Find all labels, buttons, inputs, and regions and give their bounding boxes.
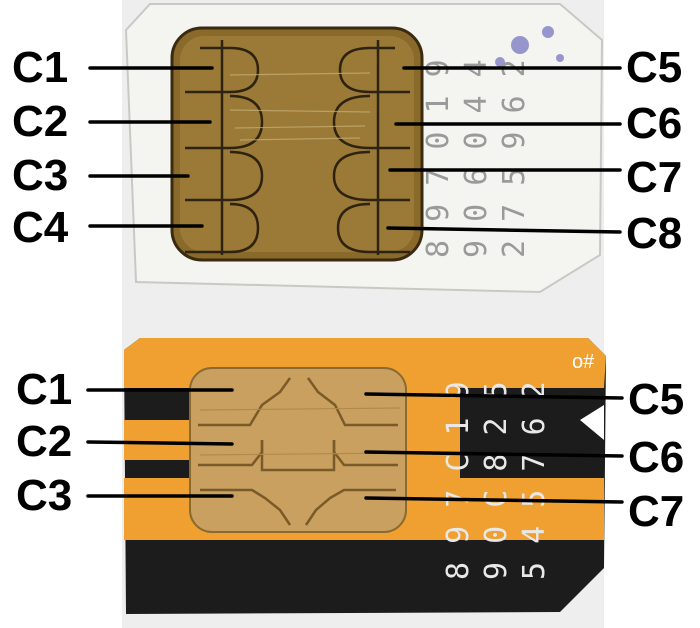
top-label-c2: C2: [12, 97, 69, 146]
leader-bottom-c5: [364, 392, 624, 400]
bottom-serial-line-2: 9 0 C 8 2 5: [479, 381, 514, 580]
top-label-c6: C6: [626, 99, 683, 148]
bottom-serial: 8 9 7 C 1 9 9 0 C 8 2 5 5 4 5 7 6 2: [441, 381, 552, 580]
top-sim-card: 8 9 7 0 1 9 9 0 6 0 4 4 2 7 5 9 6 2: [124, 3, 604, 294]
top-label-c1: C1: [12, 43, 69, 92]
leader-bottom-c2: [86, 440, 234, 446]
top-label-c4: C4: [12, 203, 69, 252]
top-serial-line-1: 8 9 7 0 1 9: [421, 59, 456, 258]
top-chip: [170, 26, 424, 262]
top-serial-line-3: 2 7 5 9 6 2: [497, 59, 532, 258]
bottom-serial-line-1: 8 9 7 C 1 9: [441, 381, 476, 580]
card-notch: [580, 405, 604, 440]
ink-stamp: [495, 26, 564, 67]
top-label-c3: C3: [12, 151, 69, 200]
top-label-c8: C8: [626, 209, 683, 258]
top-label-c5: C5: [626, 43, 683, 92]
hash-mark: o#: [572, 351, 595, 373]
bottom-label-c3: C3: [16, 471, 73, 520]
top-serial-line-2: 9 0 6 0 4 4: [459, 59, 494, 258]
bottom-label-c7: C7: [628, 487, 685, 536]
leader-bottom-c7: [364, 496, 624, 504]
bottom-serial-line-3: 5 4 5 7 6 2: [517, 381, 552, 580]
leader-lines: [86, 66, 624, 504]
bottom-label-c6: C6: [628, 433, 685, 482]
bottom-label-c2: C2: [16, 417, 73, 466]
bottom-label-c5: C5: [628, 375, 685, 424]
leader-top-c8: [386, 226, 622, 234]
top-label-c7: C7: [626, 153, 683, 202]
top-serial: 8 9 7 0 1 9 9 0 6 0 4 4 2 7 5 9 6 2: [421, 59, 532, 258]
leader-bottom-c6: [364, 450, 624, 458]
bottom-sim-card: 8 9 7 C 1 9 9 0 C 8 2 5 5 4 5 7 6 2 o#: [124, 338, 606, 614]
bottom-label-c1: C1: [16, 365, 73, 414]
